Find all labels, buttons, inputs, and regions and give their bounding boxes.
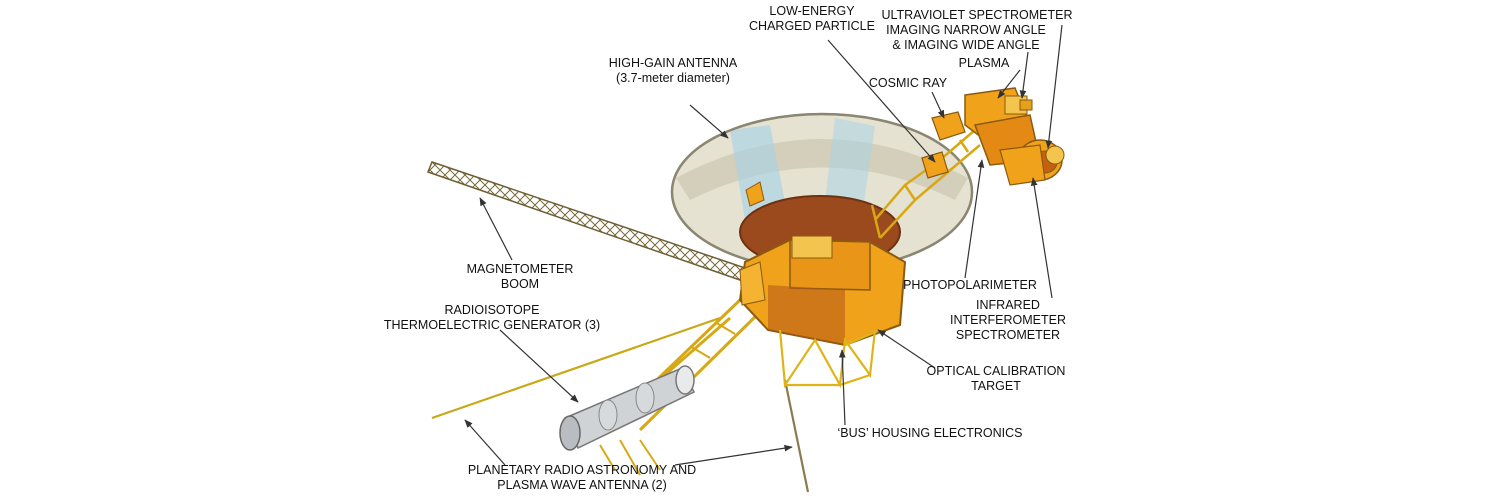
label-line: ‘BUS’ HOUSING ELECTRONICS: [837, 426, 1023, 440]
radio-antenna-down: [783, 379, 810, 493]
label-line: MAGNETOMETER: [466, 262, 574, 276]
label-imaging: IMAGING NARROW ANGLE & IMAGING WIDE ANGL…: [886, 23, 1046, 53]
label-line: & IMAGING WIDE ANGLE: [892, 38, 1040, 52]
label-ultraviolet-spectrometer: ULTRAVIOLET SPECTROMETER: [881, 8, 1072, 23]
label-cosmic-ray: COSMIC RAY: [869, 76, 947, 91]
label-line: ULTRAVIOLET SPECTROMETER: [881, 8, 1073, 22]
label-low-energy-charged-particle: LOW-ENERGY CHARGED PARTICLE: [749, 4, 875, 34]
instrument-platform: [964, 87, 1065, 186]
label-line: TARGET: [971, 379, 1021, 393]
label-line: OPTICAL CALIBRATION: [926, 364, 1066, 378]
label-line: COSMIC RAY: [868, 76, 948, 90]
leader-lines: [464, 24, 1063, 466]
label-line: CHARGED PARTICLE: [749, 19, 875, 33]
label-line: RADIOISOTOPE: [444, 303, 540, 317]
label-line: HIGH-GAIN ANTENNA: [608, 56, 738, 70]
label-bus-housing-electronics: ‘BUS’ HOUSING ELECTRONICS: [838, 426, 1023, 441]
label-plasma: PLASMA: [959, 56, 1010, 71]
label-line: PLASMA WAVE ANTENNA (2): [497, 478, 667, 492]
label-line: THERMOELECTRIC GENERATOR (3): [383, 318, 601, 332]
cosmic-ray-instrument: [931, 111, 966, 141]
label-photopolarimeter: PHOTOPOLARIMETER: [903, 278, 1037, 293]
label-high-gain-antenna: HIGH-GAIN ANTENNA (3.7-meter diameter): [609, 56, 738, 86]
label-line: PLASMA: [958, 56, 1010, 70]
label-rtg: RADIOISOTOPE THERMOELECTRIC GENERATOR (3…: [384, 303, 600, 333]
bus-housing: [738, 195, 907, 347]
label-magnetometer-boom: MAGNETOMETER BOOM: [467, 262, 574, 292]
label-line: PHOTOPOLARIMETER: [903, 278, 1037, 292]
label-line: PLANETARY RADIO ASTRONOMY AND: [467, 463, 697, 477]
label-optical-calibration-target: OPTICAL CALIBRATION TARGET: [927, 364, 1066, 394]
small-target: [745, 181, 765, 207]
label-line: LOW-ENERGY: [769, 4, 855, 18]
radio-antenna-left: [431, 316, 721, 420]
label-line: SPECTROMETER: [955, 328, 1061, 342]
label-line: INFRARED: [976, 298, 1040, 312]
label-line: (3.7-meter diameter): [616, 71, 730, 85]
label-line: BOOM: [500, 277, 540, 291]
label-line: IMAGING NARROW ANGLE: [886, 23, 1046, 37]
bus-truss: [778, 328, 881, 389]
label-infrared-interferometer-spectrometer: INFRARED INTERFEROMETER SPECTROMETER: [950, 298, 1066, 343]
label-planetary-radio-antenna: PLANETARY RADIO ASTRONOMY AND PLASMA WAV…: [468, 463, 696, 493]
rtg-canisters: [559, 365, 696, 451]
label-line: INTERFEROMETER: [950, 313, 1066, 327]
